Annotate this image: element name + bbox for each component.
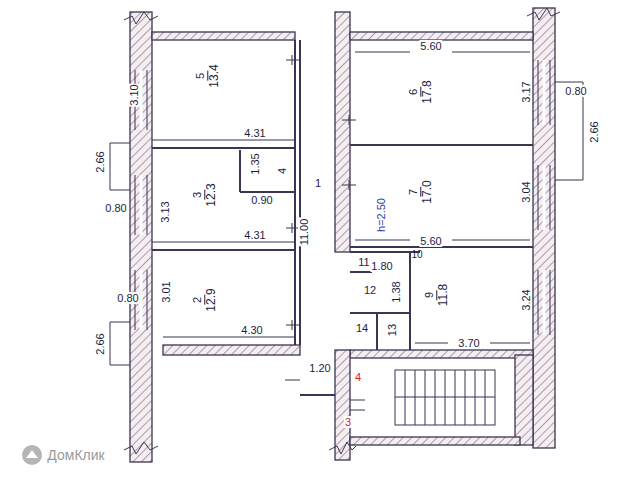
- dimension-label: 11.00: [298, 218, 310, 247]
- room-number: 10: [411, 249, 422, 261]
- dimension-label: 2.66: [588, 120, 600, 143]
- dimension-label: 1.80: [370, 260, 393, 272]
- room-label: 10: [411, 249, 422, 261]
- dimension-label: 0.90: [250, 194, 273, 206]
- dimension-label: 3.17: [520, 80, 532, 103]
- room-label: 212.9: [191, 288, 218, 311]
- watermark-logo: [22, 445, 42, 465]
- dimension-label: 2.66: [94, 332, 106, 355]
- room-label: 12: [364, 284, 376, 297]
- room-area: 13.4: [208, 64, 222, 87]
- room-label: 11: [358, 256, 369, 269]
- dimension-label: 3.01: [160, 280, 172, 303]
- dimension-label: 0.80: [116, 292, 139, 304]
- room-label: 4: [276, 168, 289, 174]
- room-number: 9: [423, 290, 437, 300]
- room: 617.8: [351, 41, 532, 144]
- room-number: 6: [407, 87, 421, 97]
- room-label: 513.4: [194, 64, 221, 87]
- room: 1: [301, 41, 334, 191]
- stair: [350, 370, 495, 425]
- wall: [130, 8, 555, 462]
- partition: [152, 40, 533, 395]
- dimension-bracket: [110, 52, 583, 365]
- dimension-label: 5.60: [419, 40, 442, 52]
- room-label: 717.0: [407, 180, 434, 203]
- room: 12: [351, 273, 385, 312]
- room-number: 2: [191, 295, 205, 305]
- dimension-label: 1.35: [249, 152, 261, 175]
- room: 13: [378, 314, 409, 349]
- room-number: 1: [315, 177, 321, 190]
- break-mark: [124, 8, 560, 454]
- room-number: 11: [358, 256, 369, 269]
- room-number: 3: [191, 190, 205, 200]
- room-label: 14: [356, 322, 368, 335]
- room-area: 12.3: [205, 183, 219, 206]
- dimension-label: 3.24: [520, 288, 532, 311]
- dimension-label: 1.20: [308, 362, 331, 374]
- window-gap: [141, 60, 544, 335]
- door-tick: [285, 55, 356, 380]
- dimension-label: 3.13: [159, 200, 171, 223]
- dimension-label: 0.80: [104, 202, 127, 214]
- dimension-label: 3: [344, 416, 352, 428]
- dimension-label: 1.38: [390, 280, 402, 303]
- room-area: 12.9: [205, 288, 219, 311]
- watermark: ДомКлик: [46, 448, 105, 463]
- room-label: 617.8: [407, 80, 434, 103]
- dimension-label: 4: [354, 371, 362, 383]
- room: 14: [351, 314, 376, 349]
- window: [135, 60, 550, 335]
- dimension-label: 4.31: [243, 127, 266, 139]
- room-number: 13: [386, 324, 399, 336]
- dimension-label: 4.30: [240, 324, 263, 336]
- room-label: 1: [315, 177, 321, 190]
- room-label: 13: [386, 324, 399, 336]
- room: 911.8: [411, 253, 532, 337]
- room-number: 4: [276, 168, 289, 174]
- room-number: 5: [194, 71, 208, 81]
- dimension-label: 5.60: [419, 235, 442, 247]
- room-number: 14: [356, 322, 368, 335]
- dimension-label: 4.31: [243, 229, 266, 241]
- room-area: 17.8: [421, 80, 435, 103]
- room-label: 312.3: [191, 183, 218, 206]
- room: 212.9: [153, 251, 294, 336]
- dimension-label: 3.10: [128, 83, 140, 106]
- room-area: 17.0: [421, 180, 435, 203]
- room-number: 12: [364, 284, 376, 297]
- room: 513.4: [153, 41, 294, 147]
- dimension-label: h=2.50: [375, 197, 387, 233]
- room: 10: [411, 248, 425, 260]
- room-number: 7: [407, 187, 421, 197]
- room: 11: [351, 253, 371, 271]
- dimension-label: 0.80: [564, 85, 587, 97]
- dimension-label: 3.04: [520, 180, 532, 203]
- room-label: 911.8: [423, 284, 450, 306]
- dimension-label: 2.66: [94, 150, 106, 173]
- room-area: 11.8: [437, 284, 451, 306]
- dimension-label: 3.70: [457, 337, 480, 349]
